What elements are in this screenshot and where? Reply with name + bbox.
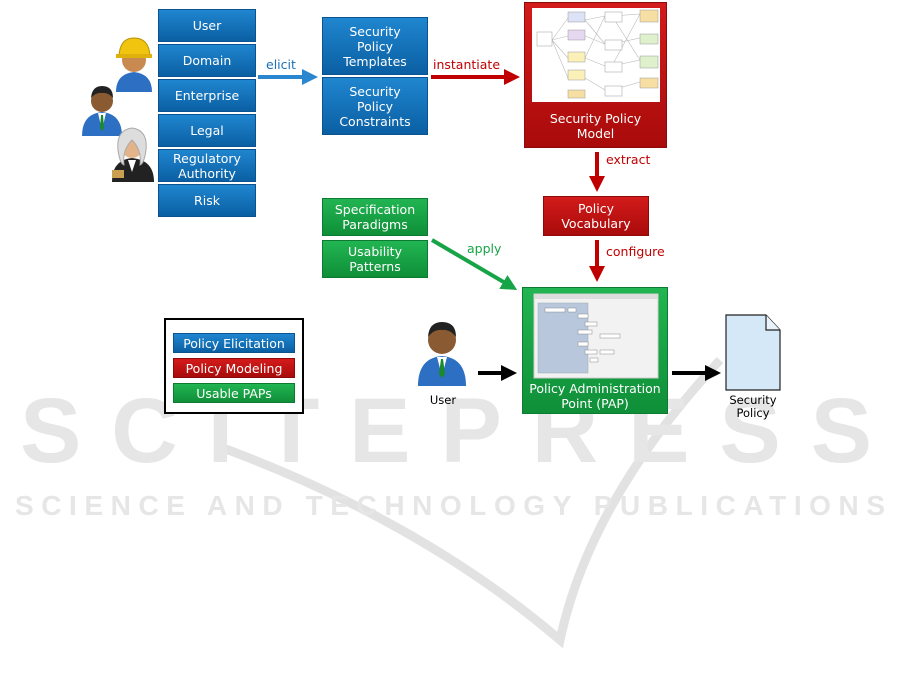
stakeholder-domain: Domain [158, 44, 256, 77]
stakeholder-user: User [158, 9, 256, 42]
security-policy-constraints-box: Security Policy Constraints [322, 77, 428, 135]
elicit-label: elicit [266, 57, 296, 72]
pap-label: Policy Administration Point (PAP) [529, 381, 661, 411]
user-icon [418, 322, 466, 386]
legend-policy-elicitation: Policy Elicitation [173, 333, 295, 353]
worker-icon [116, 37, 152, 92]
stakeholder-enterprise: Enterprise [158, 79, 256, 112]
watermark-swoosh [213, 356, 724, 649]
apply-arrow [430, 238, 518, 291]
stakeholder-regulatory-authority: Regulatory Authority [158, 149, 256, 182]
legend-usable-paps: Usable PAPs [173, 383, 295, 403]
configure-label: configure [606, 244, 665, 259]
legend: Policy Elicitation Policy Modeling Usabl… [164, 318, 304, 414]
legend-policy-modeling: Policy Modeling [173, 358, 295, 378]
policy-vocabulary-box: Policy Vocabulary [543, 196, 649, 236]
stakeholder-risk: Risk [158, 184, 256, 217]
security-policy-label: Security Policy [729, 393, 777, 420]
instantiate-label: instantiate [433, 57, 501, 72]
watermark-line1: SCITEPRESS [20, 380, 880, 482]
security-policy-templates-box: Security Policy Templates [322, 17, 428, 75]
extract-label: extract [606, 152, 651, 167]
specification-paradigms-box: Specification Paradigms [322, 198, 428, 236]
apply-label: apply [467, 241, 502, 256]
stakeholder-legal: Legal [158, 114, 256, 147]
judge-icon [112, 127, 154, 182]
usability-patterns-box: Usability Patterns [322, 240, 428, 278]
user-label: User [429, 393, 457, 407]
security-policy-model-label: Security Policy Model [549, 111, 642, 141]
businessman-icon [82, 86, 122, 136]
